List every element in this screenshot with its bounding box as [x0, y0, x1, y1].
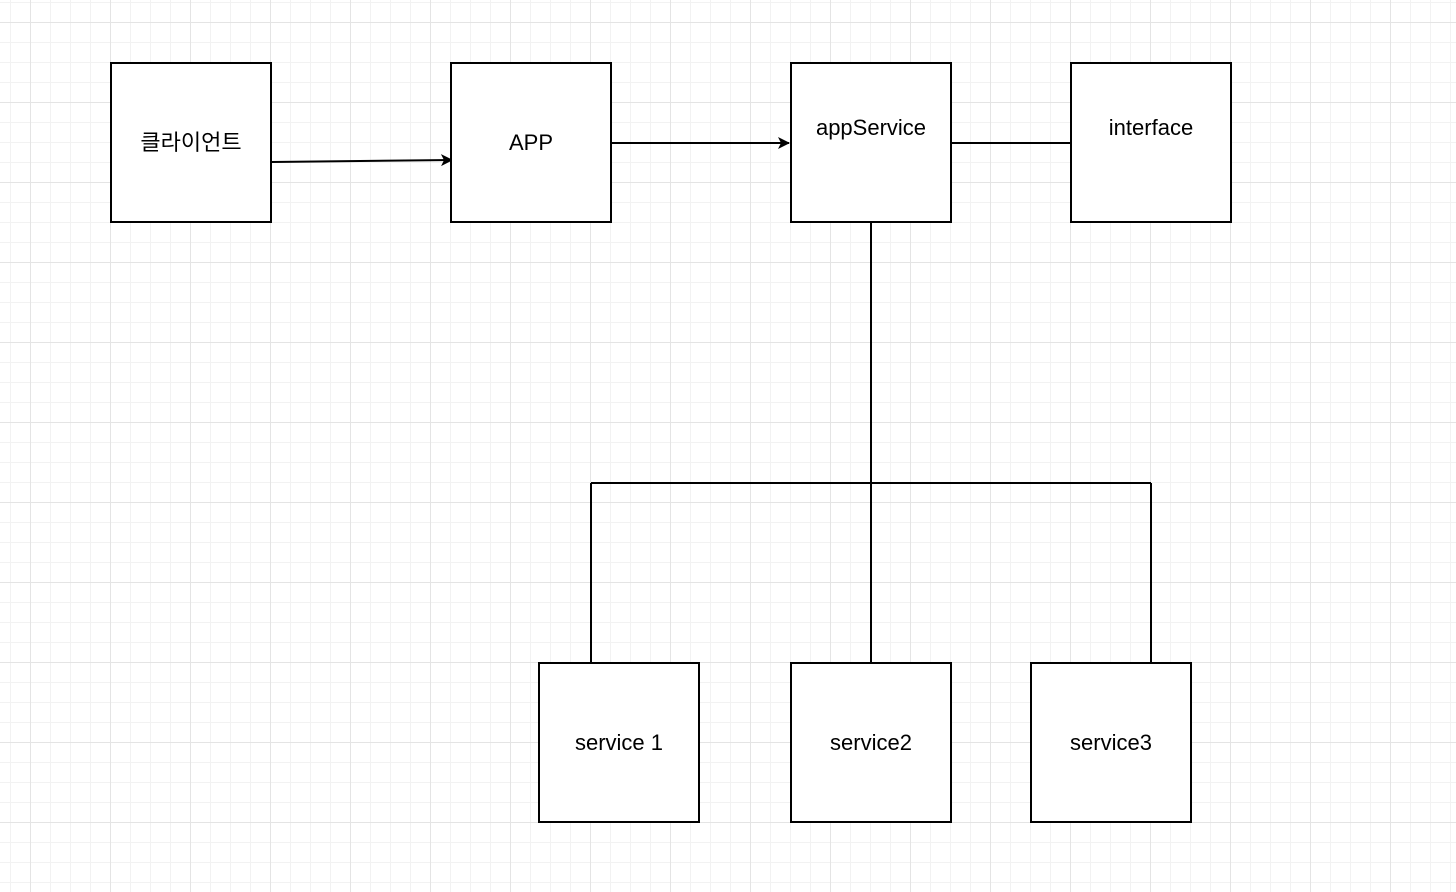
- appservice-node-label: appService: [815, 115, 927, 140]
- service2-node[interactable]: service2: [790, 662, 952, 823]
- appservice-node[interactable]: appService: [790, 62, 952, 223]
- service1-node[interactable]: service 1: [538, 662, 700, 823]
- client-node[interactable]: 클라이언트: [110, 62, 272, 223]
- interface-node[interactable]: interface: [1070, 62, 1232, 223]
- edge-client-to-app[interactable]: [271, 154, 453, 167]
- service3-node-label: service3: [1070, 729, 1152, 755]
- client-node-label: 클라이언트: [140, 129, 242, 155]
- app-node-label: APP: [508, 129, 554, 155]
- interface-node-label: interface: [1108, 115, 1194, 140]
- service3-node[interactable]: service3: [1030, 662, 1192, 823]
- service1-node-label: service 1: [574, 729, 664, 755]
- service2-node-label: service2: [830, 729, 912, 755]
- app-node[interactable]: APP: [450, 62, 612, 223]
